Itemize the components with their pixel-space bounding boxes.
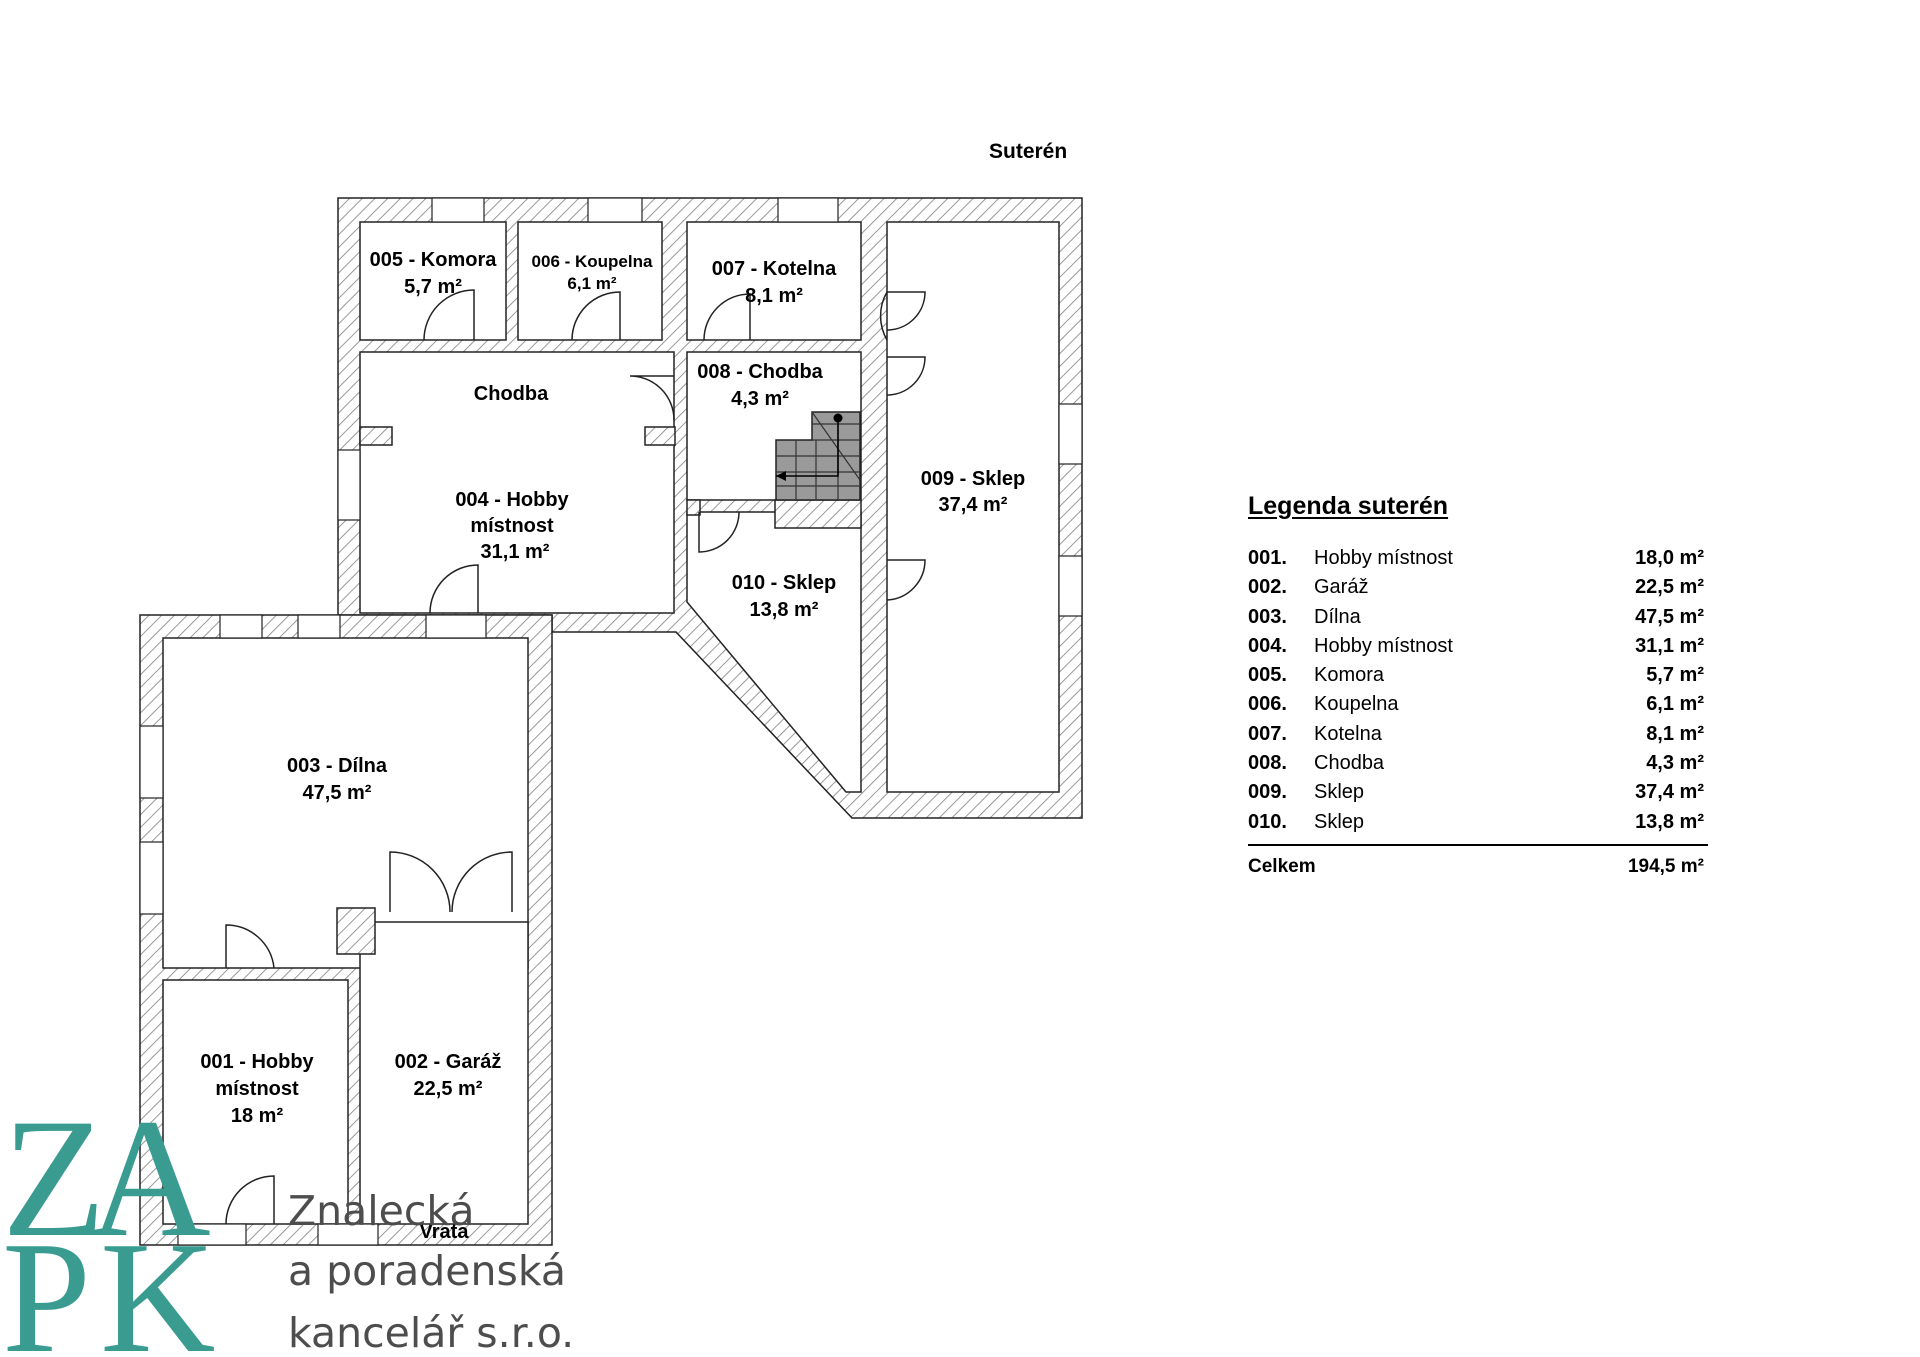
room-007 [686, 221, 862, 341]
label-008-name: 008 - Chodba [697, 361, 823, 383]
legend-area: 6,1 m² [1646, 693, 1704, 716]
legend-rows: 001. Hobby místnost 18,0 m² 002. Garáž 22,5 m… [1248, 547, 1708, 840]
legend-area: 4,3 m² [1646, 752, 1704, 775]
legend-heading: Legenda suterén [1248, 492, 1449, 520]
label-006-name: 006 - Koupelna [532, 252, 653, 271]
legend-num: 006. [1248, 693, 1287, 716]
doors [225, 289, 926, 1225]
label-004-name1: 004 - Hobby [455, 489, 569, 511]
label-008-area: 4,3 m² [731, 388, 789, 410]
label-005-area: 5,7 m² [404, 276, 462, 298]
room-001 [162, 979, 349, 1225]
legend-total-value: 194,5 m² [1627, 855, 1704, 877]
legend-num: 008. [1248, 752, 1287, 775]
label-001-area: 18 m² [231, 1105, 284, 1127]
logo-letter-p: P [2, 1208, 91, 1357]
legend-num: 003. [1248, 605, 1287, 628]
legend-num: 001. [1248, 547, 1287, 569]
legend-name: Sklep [1314, 781, 1365, 804]
windows [139, 197, 1083, 1246]
legend-row: 001. Hobby místnost 18,0 m² [1248, 547, 1708, 576]
legend-area: 31,1 m² [1635, 634, 1704, 657]
label-010-name: 010 - Sklep [732, 572, 837, 594]
legend-num: 007. [1248, 722, 1287, 745]
legend-name: Sklep [1314, 810, 1365, 833]
label-009-area: 37,4 m² [939, 494, 1008, 516]
floor-title: Suterén [989, 140, 1068, 163]
legend-num: 009. [1248, 781, 1287, 804]
label-007-name: 007 - Kotelna [712, 258, 837, 280]
label-002-name: 002 - Garáž [395, 1051, 502, 1073]
legend-total: Celkem 194,5 m² [1248, 843, 1708, 878]
label-006-area: 6,1 m² [567, 274, 616, 293]
label-002-area: 22,5 m² [414, 1078, 483, 1100]
logo-letter-k: K [100, 1208, 216, 1357]
logo-line2: a poradenská [288, 1247, 566, 1295]
label-003-area: 47,5 m² [303, 782, 372, 804]
legend-area: 13,8 m² [1635, 810, 1704, 833]
legend-num: 004. [1248, 634, 1287, 657]
legend-area: 18,0 m² [1635, 547, 1704, 569]
legend-total-label: Celkem [1248, 855, 1316, 877]
label-005-name: 005 - Komora [370, 249, 498, 271]
room-006 [517, 221, 663, 341]
legend-name: Garáž [1314, 576, 1369, 599]
room-labels: 005 - Komora 5,7 m² 006 - Koupelna 6,1 m… [200, 249, 1025, 1243]
room-interiors [162, 221, 1060, 1225]
legend-name: Dílna [1314, 605, 1361, 628]
legend-row: 006. Koupelna 6,1 m² [1248, 693, 1708, 722]
label-001-name2: místnost [215, 1078, 299, 1100]
label-003-name: 003 - Dílna [287, 755, 388, 777]
legend-num: 002. [1248, 576, 1287, 599]
legend-row: 004. Hobby místnost 31,1 m² [1248, 635, 1708, 664]
legend-area: 47,5 m² [1635, 605, 1704, 628]
legend-name: Koupelna [1314, 693, 1399, 716]
legend-row: 008. Chodba 4,3 m² [1248, 752, 1708, 781]
legend-row: 005. Komora 5,7 m² [1248, 664, 1708, 693]
legend-name: Kotelna [1314, 722, 1382, 745]
label-004-area: 31,1 m² [481, 541, 550, 563]
logo-line3: kancelář s.r.o. [288, 1309, 574, 1357]
label-004-name2: místnost [470, 515, 554, 537]
legend: Legenda suterén 001. Hobby místnost 18,0 m… [1248, 492, 1708, 878]
legend-num: 010. [1248, 810, 1287, 833]
label-chodba: Chodba [474, 383, 549, 405]
legend-name: Chodba [1314, 752, 1385, 775]
label-vrata: Vrata [420, 1221, 470, 1243]
legend-name: Hobby místnost [1314, 634, 1453, 657]
label-009-name: 009 - Sklep [921, 468, 1026, 490]
legend-area: 37,4 m² [1635, 781, 1704, 804]
legend-row: 003. Dílna 47,5 m² [1248, 606, 1708, 635]
legend-name: Komora [1314, 664, 1385, 687]
legend-num: 005. [1248, 664, 1287, 687]
logo-letter-z: Z [2, 1085, 106, 1272]
company-logo: Z A P K Znalecká a poradenská kancelář s… [2, 1085, 574, 1357]
room-002 [359, 921, 529, 1225]
label-007-area: 8,1 m² [745, 285, 803, 307]
logo-letter-a: A [88, 1085, 211, 1272]
room-005 [359, 221, 507, 341]
legend-row: 007. Kotelna 8,1 m² [1248, 723, 1708, 752]
logo-line1: Znalecká [288, 1187, 475, 1235]
legend-area: 8,1 m² [1646, 722, 1704, 745]
label-010-area: 13,8 m² [750, 599, 819, 621]
stairs [775, 411, 861, 501]
legend-row: 010. Sklep 13,8 m² [1248, 811, 1708, 840]
legend-area: 22,5 m² [1635, 576, 1704, 599]
legend-area: 5,7 m² [1646, 664, 1704, 687]
wall-stubs [336, 426, 862, 955]
legend-row: 002. Garáž 22,5 m² [1248, 576, 1708, 605]
legend-name: Hobby místnost [1314, 547, 1453, 569]
legend-row: 009. Sklep 37,4 m² [1248, 781, 1708, 810]
label-001-name1: 001 - Hobby [200, 1051, 314, 1073]
